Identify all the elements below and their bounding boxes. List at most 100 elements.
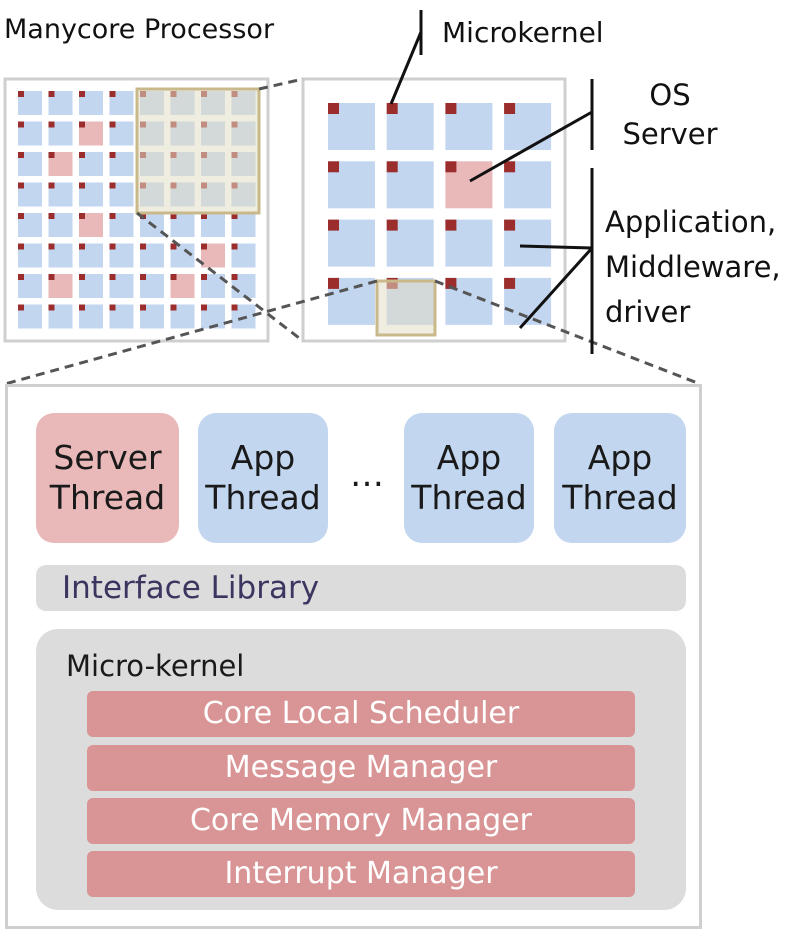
microkernel-label: Microkernel	[442, 16, 604, 49]
microkernel-marker	[48, 91, 55, 97]
microkernel-marker	[48, 121, 55, 128]
single-core-highlight	[375, 279, 437, 337]
more-threads-ellipsis: …	[350, 455, 386, 495]
microkernel-marker	[504, 277, 516, 289]
thread-label-line: Thread	[49, 478, 166, 517]
os-server-label-line: OS	[649, 78, 691, 112]
microkernel-marker	[328, 161, 339, 173]
microkernel-marker	[48, 274, 55, 280]
microkernel-marker	[445, 161, 457, 173]
microkernel-marker	[445, 103, 457, 114]
app-group-pointer-2	[518, 246, 594, 330]
microkernel-marker	[201, 304, 207, 311]
os-server-label-line: Server	[622, 117, 718, 151]
microkernel-marker	[48, 304, 55, 311]
os-server-pointer	[469, 110, 593, 183]
microkernel-marker	[18, 152, 24, 158]
microkernel-marker	[504, 219, 516, 231]
microkernel-marker	[231, 274, 238, 280]
microkernel-marker	[109, 213, 116, 219]
manycore-overview-diagram	[3, 10, 701, 384]
microkernel-marker	[504, 161, 516, 173]
microkernel-marker	[328, 277, 339, 289]
microkernel-marker	[386, 103, 398, 114]
thread-label-line: Thread	[562, 478, 678, 517]
microkernel-marker	[201, 243, 207, 250]
interface-library-bar: Interface Library	[36, 565, 686, 611]
manycore-processor-label: Manycore Processor	[4, 14, 275, 45]
microkernel-marker	[140, 243, 146, 250]
app-group-pointer-1	[519, 244, 593, 250]
thread-label-line: Thread	[411, 478, 527, 517]
core-detail-panel: Server Thread App Thread … App Thread Ap…	[5, 384, 702, 929]
microkernel-marker	[18, 243, 24, 250]
zoom-line-bottom	[136, 211, 304, 343]
microkernel-marker	[79, 152, 85, 158]
app-group-label-line: Middleware,	[605, 250, 781, 284]
microkernel-marker	[504, 103, 516, 114]
zoom-line-detail-right	[434, 279, 701, 384]
thread-label-line: App	[230, 438, 296, 477]
message-manager-module: Message Manager	[87, 745, 635, 791]
microkernel-marker	[79, 274, 85, 280]
os-server-label: OS Server	[600, 76, 740, 154]
microkernel-marker	[48, 152, 55, 158]
microkernel-marker	[386, 161, 398, 173]
microkernel-marker	[109, 152, 116, 158]
microkernel-marker	[18, 304, 24, 311]
microkernel-marker	[109, 182, 116, 189]
microkernel-marker	[231, 304, 238, 311]
microkernel-marker	[48, 243, 55, 250]
interrupt-manager-module: Interrupt Manager	[87, 851, 635, 897]
microkernel-marker	[231, 243, 238, 250]
microkernel-marker	[79, 121, 85, 128]
microkernel-marker	[170, 213, 177, 219]
microkernel-marker	[445, 219, 457, 231]
app-group-label-line: Application,	[605, 205, 777, 239]
zoom-region-highlight	[135, 87, 261, 215]
microkernel-marker	[109, 121, 116, 128]
micro-kernel-title: Micro-kernel	[66, 649, 245, 683]
microkernel-marker	[231, 213, 238, 219]
microkernel-marker	[445, 277, 457, 289]
microkernel-marker	[109, 274, 116, 280]
server-thread-box: Server Thread	[36, 413, 179, 543]
app-thread-box: App Thread	[198, 413, 328, 543]
microkernel-marker	[18, 274, 24, 280]
microkernel-marker	[18, 182, 24, 189]
microkernel-marker	[109, 243, 116, 250]
thread-label-line: App	[587, 438, 653, 477]
microkernel-marker	[140, 304, 146, 311]
microkernel-marker	[170, 304, 177, 311]
core-local-scheduler-module: Core Local Scheduler	[87, 691, 635, 737]
application-middleware-driver-label: Application, Middleware, driver	[605, 200, 781, 335]
zoom-line-top	[258, 77, 304, 91]
app-thread-box: App Thread	[554, 413, 686, 543]
micro-kernel-panel: Micro-kernel Core Local Scheduler Messag…	[36, 629, 686, 910]
microkernel-marker	[328, 103, 339, 114]
microkernel-marker	[18, 121, 24, 128]
microkernel-marker	[170, 243, 177, 250]
microkernel-marker	[109, 91, 116, 97]
core-memory-manager-module: Core Memory Manager	[87, 798, 635, 844]
microkernel-marker	[140, 274, 146, 280]
microkernel-marker	[79, 91, 85, 97]
thread-label-line: Thread	[205, 478, 321, 517]
thread-label-line: Server	[53, 438, 162, 477]
app-group-label-line: driver	[605, 295, 691, 329]
microkernel-marker	[79, 304, 85, 311]
microkernel-marker	[170, 274, 177, 280]
microkernel-marker	[79, 243, 85, 250]
microkernel-marker	[79, 182, 85, 189]
app-thread-box: App Thread	[404, 413, 534, 543]
microkernel-pointer	[389, 31, 423, 105]
microkernel-marker	[201, 274, 207, 280]
microkernel-marker	[201, 213, 207, 219]
microkernel-marker	[18, 91, 24, 97]
microkernel-marker	[48, 213, 55, 219]
microkernel-marker	[48, 182, 55, 189]
microkernel-marker	[79, 213, 85, 219]
thread-label-line: App	[436, 438, 502, 477]
microkernel-marker	[18, 213, 24, 219]
microkernel-marker	[328, 219, 339, 231]
